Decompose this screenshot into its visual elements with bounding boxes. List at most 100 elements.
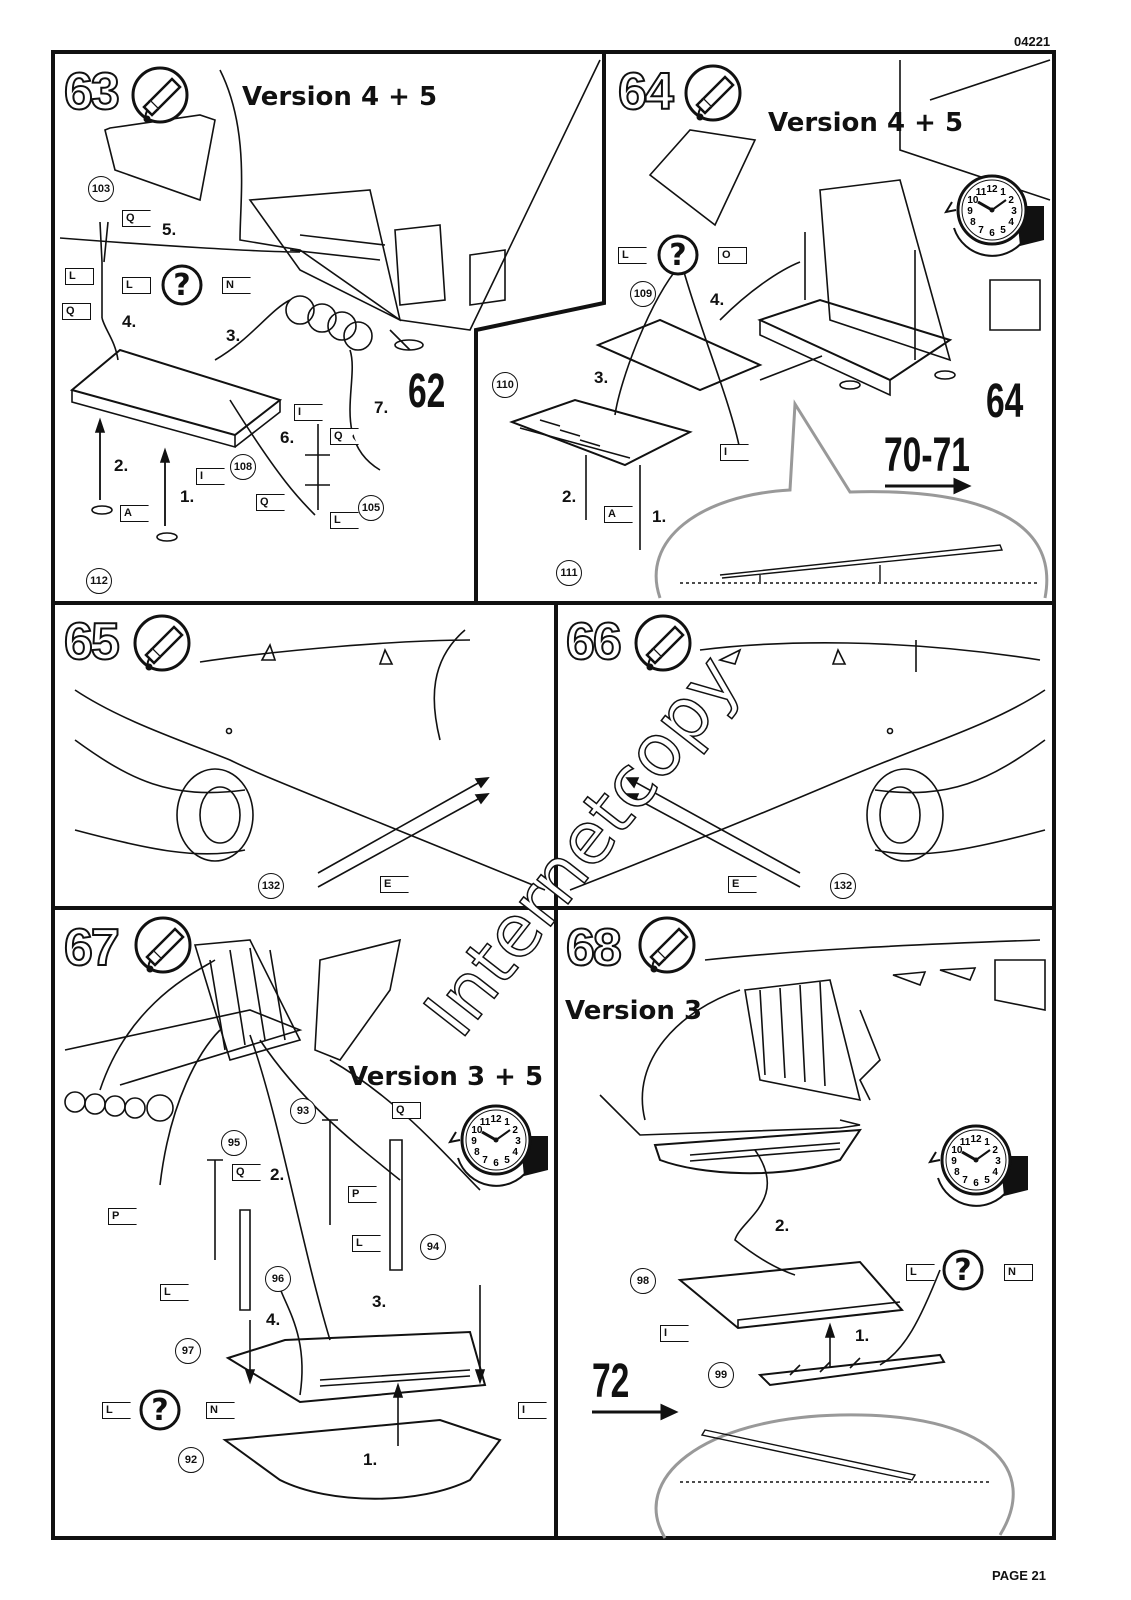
clock-number: 12	[970, 1134, 982, 1145]
part-number: 109	[630, 281, 656, 307]
part-number: 94	[420, 1234, 446, 1260]
clock-number: 1	[984, 1137, 990, 1148]
part-number: 132	[830, 873, 856, 899]
part-number: 110	[492, 372, 518, 398]
part-number: 112	[86, 568, 112, 594]
version-label: Version 3 + 5	[348, 1062, 544, 1092]
step-number: 67	[63, 918, 121, 978]
color-flag: L	[330, 512, 359, 529]
part-number: 92	[178, 1447, 204, 1473]
part-number: 132	[258, 873, 284, 899]
reference-step: 64	[986, 375, 1024, 428]
sub-step-label: 2.	[114, 456, 129, 475]
step-number: 63	[63, 62, 121, 122]
next-step-reference: 72	[592, 1355, 630, 1408]
panel-67-drawing	[64, 938, 502, 1500]
page-number: PAGE 21	[992, 1568, 1046, 1583]
clock-number: 2	[992, 1145, 998, 1156]
sub-step-label: 4.	[710, 290, 725, 309]
clock-number: 8	[970, 217, 976, 228]
clock-number: 4	[512, 1147, 518, 1158]
glue-tube-icon	[133, 614, 191, 672]
clock-number: 7	[482, 1155, 488, 1166]
clock-number: 2	[1008, 195, 1014, 206]
clock-number: 4	[1008, 217, 1014, 228]
panel-63-arrows	[94, 417, 171, 526]
step-number: 65	[63, 612, 121, 672]
clock-number: 1	[1000, 187, 1006, 198]
panel-64-detail-ramp	[680, 544, 1040, 584]
clock-number: 2	[512, 1125, 518, 1136]
clock-number: 4	[992, 1167, 998, 1178]
color-flag: P	[348, 1186, 377, 1203]
clock-number: 12	[490, 1114, 502, 1125]
clock-number: 5	[984, 1175, 990, 1186]
question-mark-icon	[942, 1249, 984, 1291]
clock-number: 6	[493, 1158, 499, 1169]
step-number: 66	[565, 612, 623, 672]
panel-68-detail-ramp	[680, 1429, 990, 1483]
part-number: 95	[221, 1130, 247, 1156]
part-number: 103	[88, 176, 114, 202]
sub-step-label: 3.	[594, 368, 609, 387]
step-number: 68	[565, 918, 623, 978]
panel-65-drawing	[74, 629, 546, 891]
color-flag: Q	[62, 303, 91, 320]
clock-number: 9	[951, 1156, 957, 1167]
panel-68-next-arrow	[592, 1403, 679, 1421]
clock-number: 3	[1011, 206, 1017, 217]
clock-number: 3	[515, 1136, 521, 1147]
glue-tube-icon	[638, 916, 696, 974]
glue-tube-icon	[134, 916, 192, 974]
version-label: Version 4 + 5	[768, 108, 964, 138]
clock-number: 11	[976, 187, 987, 198]
clock-number: 6	[973, 1178, 979, 1189]
reference-step: 62	[408, 365, 446, 418]
question-mark-icon	[161, 264, 203, 306]
clock-number: 9	[471, 1136, 477, 1147]
sub-step-label: 1.	[180, 487, 195, 506]
color-flag: I	[518, 1402, 547, 1419]
panel-63-drawing	[59, 59, 601, 542]
part-number: 99	[708, 1362, 734, 1388]
sub-step-label: 4.	[122, 312, 137, 331]
clock-number: 12	[986, 184, 998, 195]
clock-number: 6	[989, 228, 995, 239]
color-flag: O	[718, 247, 747, 264]
clock-number: 11	[960, 1137, 971, 1148]
clock-number: 5	[1000, 225, 1006, 236]
document-code: 04221	[1014, 34, 1051, 49]
sub-step-label: 3.	[372, 1292, 387, 1311]
part-number: 111	[556, 560, 582, 586]
clock-number: 1	[504, 1117, 510, 1128]
clock-number: 8	[474, 1147, 480, 1158]
sub-step-label: 2.	[270, 1165, 285, 1184]
color-flag: L	[122, 277, 151, 294]
clock-number: 9	[967, 206, 973, 217]
question-mark-icon	[139, 1389, 181, 1431]
color-flag: L	[102, 1402, 131, 1419]
panel-64-next-arrow	[885, 477, 972, 495]
panel-67-arrows	[244, 1285, 486, 1446]
part-number: 96	[265, 1266, 291, 1292]
panel-66-arrows	[625, 777, 801, 888]
part-number: 98	[630, 1268, 656, 1294]
sub-step-label: 3.	[226, 326, 241, 345]
clock-number: 8	[954, 1167, 960, 1178]
clock-number: 3	[995, 1156, 1001, 1167]
clock-number: 10	[951, 1145, 963, 1156]
panel-65-arrows	[317, 777, 490, 888]
panel-64-detail-bubble	[654, 399, 1049, 599]
part-number: 97	[175, 1338, 201, 1364]
color-flag: L	[352, 1235, 381, 1252]
sub-step-label: 2.	[562, 487, 577, 506]
version-label: Version 4 + 5	[242, 82, 438, 112]
sub-step-label: 6.	[280, 428, 295, 447]
panel-68-arrows	[824, 1322, 836, 1368]
clock-number: 7	[962, 1175, 968, 1186]
version-label: Version 3	[565, 996, 703, 1026]
part-number: 93	[290, 1098, 316, 1124]
sub-step-label: 1.	[363, 1450, 378, 1469]
panel-64-drawing	[509, 59, 1051, 550]
